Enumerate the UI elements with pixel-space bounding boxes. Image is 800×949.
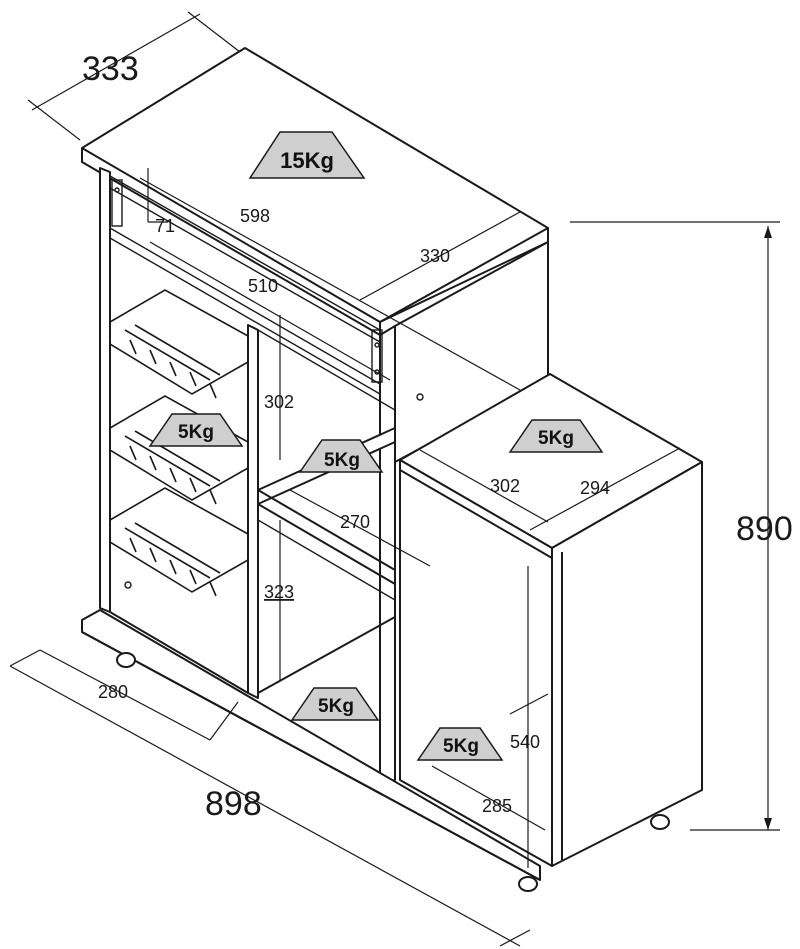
base-plinth: [81, 609, 541, 881]
label-height-total: 890: [736, 510, 793, 548]
load-badge-top: 15Kg: [248, 131, 366, 179]
middle-divider-face: [257, 328, 396, 602]
dim-height-total: [570, 221, 780, 831]
shelf-edge-upper: [109, 237, 381, 395]
screw-hole: [124, 581, 132, 589]
dim-side-depth: [431, 765, 546, 831]
label-depth-top: 333: [82, 50, 139, 88]
label-inner-width-top: 598: [240, 206, 270, 226]
basket-2: [109, 395, 249, 505]
label-lower-height: 323: [264, 582, 294, 602]
dim-basket-depth: [39, 649, 239, 741]
dim-inner-width-top: [139, 177, 521, 391]
top-slab-side-edge: [379, 227, 549, 323]
dim-shelf-depth: [289, 489, 431, 567]
top-slab: [81, 47, 549, 336]
screw-hole: [374, 342, 380, 348]
dim-top-depth: [359, 211, 521, 301]
side-cabinet-top-edge: [399, 469, 553, 559]
drawer-slide-right: [371, 329, 383, 383]
top-slab-front-edge: [81, 147, 381, 323]
right-side-panel: [379, 325, 396, 785]
drawer-opening: [109, 174, 381, 344]
screw-hole: [114, 187, 120, 193]
middle-shelf-back: [257, 489, 396, 571]
wheel: [518, 876, 538, 892]
load-middle-label: 5Kg: [324, 450, 360, 471]
drawer-bottom-edge: [109, 227, 381, 385]
basket-1: [109, 289, 249, 399]
label-side-top-width: 302: [490, 476, 520, 496]
wheel: [116, 652, 136, 668]
bottom-base-back: [109, 611, 249, 694]
label-width-total: 898: [205, 785, 262, 823]
load-basket-label: 5Kg: [178, 422, 214, 443]
dim-width-total: [9, 649, 531, 947]
dim-drawer-height: [147, 168, 168, 223]
load-bottom-label: 5Kg: [318, 696, 354, 717]
dim-shelf-width: [149, 241, 391, 381]
base-front-edge: [81, 631, 541, 881]
left-side-panel: [99, 167, 111, 613]
bottom-shelf-edge: [257, 616, 396, 694]
label-side-top-depth: 294: [580, 478, 610, 498]
label-shelf-width: 510: [248, 276, 278, 296]
drawer-slide-left: [111, 179, 123, 227]
load-badge-side-top: 5Kg: [508, 419, 604, 453]
label-upper-height: 302: [264, 392, 294, 412]
middle-shelf-front: [257, 503, 396, 585]
basket-3: [109, 487, 249, 597]
load-side-top-label: 5Kg: [538, 428, 574, 449]
wheel: [650, 814, 670, 830]
load-badge-middle: 5Kg: [298, 439, 384, 473]
middle-divider: [247, 324, 259, 699]
load-side-bottom-label: 5Kg: [443, 736, 479, 757]
load-badge-basket: 5Kg: [148, 413, 244, 447]
label-side-height: 540: [510, 732, 540, 752]
dim-depth-top: [27, 11, 241, 141]
screw-hole: [416, 393, 424, 401]
label-top-depth: 330: [420, 246, 450, 266]
label-basket-depth: 280: [98, 682, 128, 702]
label-drawer-height: 71: [155, 216, 175, 236]
load-top-label: 15Kg: [280, 148, 334, 173]
label-shelf-depth: 270: [340, 512, 370, 532]
side-cabinet-right: [551, 461, 703, 867]
dim-side-height: [509, 566, 549, 868]
label-side-depth: 285: [482, 796, 512, 816]
load-badge-bottom: 5Kg: [290, 687, 380, 721]
load-badge-side-bottom: 5Kg: [416, 727, 504, 761]
dim-side-top: [419, 447, 681, 531]
